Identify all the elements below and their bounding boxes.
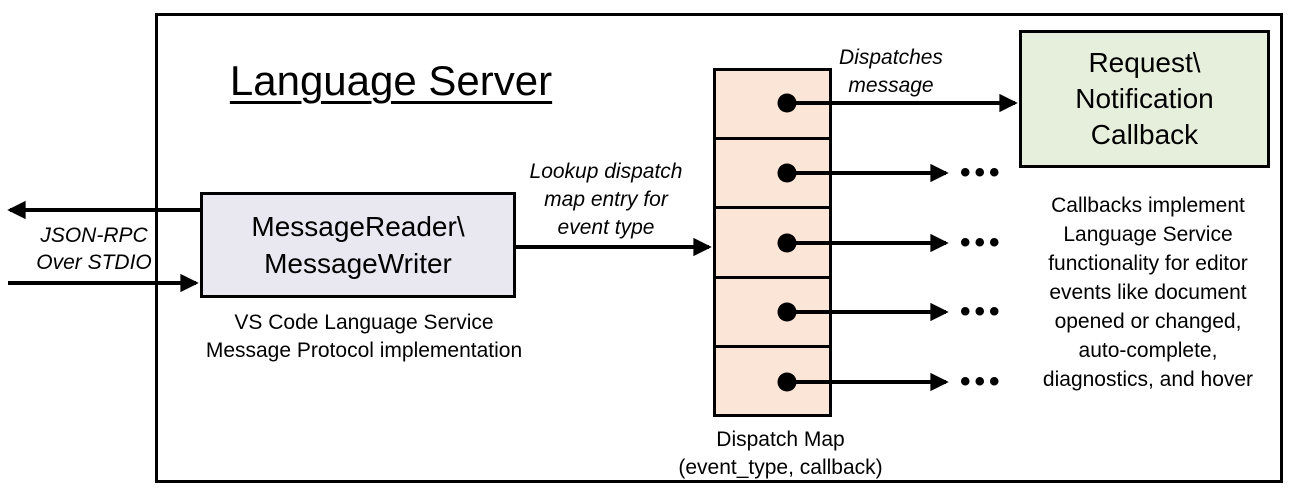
lookup-dispatch-label-line1: Lookup dispatch [529,160,683,183]
dispatch-map-table [713,68,832,417]
callback-box-line3: Callback [1090,119,1199,150]
diagram-title: Language Server [229,57,553,104]
request-notification-callback-box: Request\ Notification Callback [1019,30,1270,168]
lookup-dispatch-label: Lookup dispatch map entry for event type [513,158,699,242]
dispatch-map-cell-3 [716,209,829,279]
reader-box-caption: VS Code Language Service Message Protoco… [169,309,559,365]
callback-box-line1: Request\ [1088,47,1201,78]
dispatch-map-caption-line2: (event_type, callback) [678,456,883,479]
ellipsis-row-3: ••• [960,226,1004,259]
dispatches-message-label-line2: message [848,74,934,97]
dispatch-map-cell-2 [716,140,829,210]
callbacks-note-line7: diagnostics, and hover [1042,368,1254,391]
message-reader-writer-line1: MessageReader\ [251,211,465,242]
callbacks-note: Callbacks implement Language Service fun… [1012,191,1284,394]
dispatch-map-cell-4 [716,279,829,348]
lookup-dispatch-label-line3: event type [557,216,655,239]
json-rpc-stdio-label-line2: Over STDIO [36,251,152,274]
callback-box-line2: Notification [1075,83,1214,114]
ellipsis-row-4: ••• [960,295,1004,328]
dispatch-map-cell-5 [716,348,829,414]
dispatch-map-cell-1 [716,71,829,141]
callbacks-note-line3: functionality for editor [1048,252,1248,275]
callbacks-note-line2: Language Service [1063,223,1233,246]
language-server-boundary-box [155,13,1283,483]
json-rpc-stdio-label: JSON-RPC Over STDIO [18,222,170,276]
reader-box-caption-line1: VS Code Language Service [234,311,494,334]
lookup-dispatch-label-line2: map entry for [544,188,668,211]
reader-box-caption-line2: Message Protocol implementation [205,339,523,362]
ellipsis-row-5: ••• [960,365,1004,398]
callbacks-note-line6: auto-complete, [1078,339,1218,362]
json-rpc-stdio-label-line1: JSON-RPC [40,224,148,247]
callbacks-note-line1: Callbacks implement [1051,194,1245,217]
dispatch-map-caption-line1: Dispatch Map [716,428,845,451]
dispatches-message-label: Dispatches message [810,44,972,100]
dispatches-message-label-line1: Dispatches [839,46,943,69]
dispatch-map-caption: Dispatch Map (event_type, callback) [648,426,913,482]
callbacks-note-line5: opened or changed, [1054,310,1242,333]
ellipsis-row-2: ••• [960,156,1004,189]
message-reader-writer-box: MessageReader\ MessageWriter [200,192,516,298]
message-reader-writer-line2: MessageWriter [264,248,452,279]
callbacks-note-line4: events like document [1049,281,1247,304]
